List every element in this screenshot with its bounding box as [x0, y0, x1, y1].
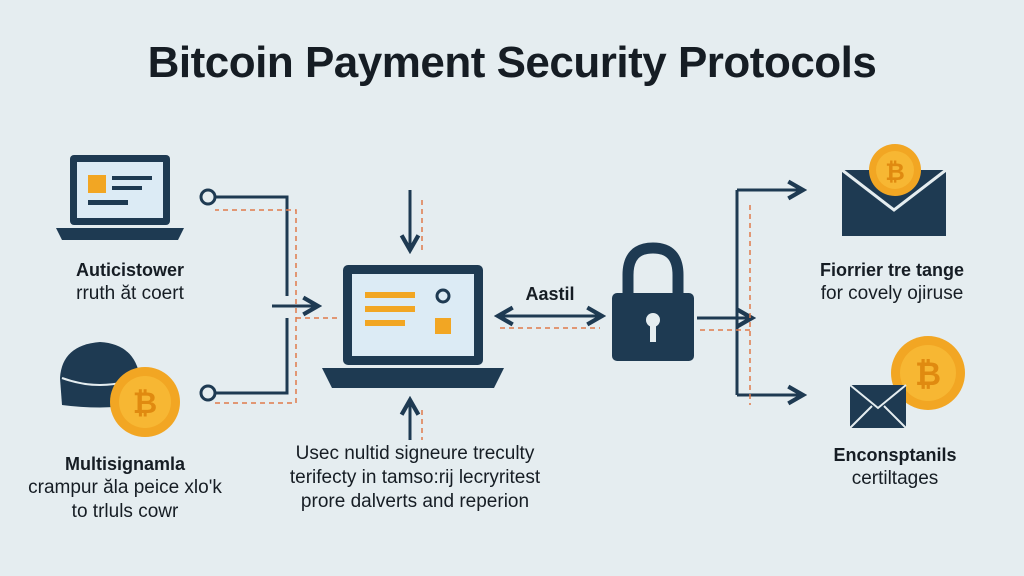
center-text: Usec nultid signeure treculty: [295, 443, 535, 464]
center-text: terifecty in tamso:rij lecryritest: [289, 467, 541, 488]
center-text: prore dalverts and reperion: [300, 491, 530, 512]
right-connectors: [697, 190, 803, 405]
node-text: to trluls cowr: [71, 501, 179, 522]
left-connectors: [199, 188, 340, 404]
node-text: rruth ăt coert: [76, 283, 184, 304]
page-title: Bitcoin Payment Security Protocols: [147, 38, 877, 87]
envelope-bitcoin-icon: ₿: [849, 336, 965, 429]
lock-label: Aastil: [525, 284, 575, 304]
svg-text:₿: ₿: [915, 356, 941, 392]
padlock-icon: [612, 242, 694, 361]
node-text: crampur ăla peice xlo'k: [28, 477, 222, 498]
node-heading: Auticistower: [75, 260, 185, 280]
envelope-bitcoin-icon: ₿: [841, 144, 947, 236]
node-heading: Enconsptanils: [833, 445, 957, 465]
laptop-icon: [322, 190, 504, 440]
node-text: for covely ojiruse: [820, 283, 964, 304]
node-text: certiltages: [851, 468, 939, 489]
laptop-icon: [56, 155, 184, 240]
node-heading: Fiorrier tre tange: [819, 260, 965, 280]
wallet-bitcoin-icon: ₿: [60, 342, 180, 437]
svg-text:₿: ₿: [885, 159, 905, 186]
svg-text:₿: ₿: [133, 387, 157, 420]
node-heading: Multisignamla: [64, 454, 186, 474]
